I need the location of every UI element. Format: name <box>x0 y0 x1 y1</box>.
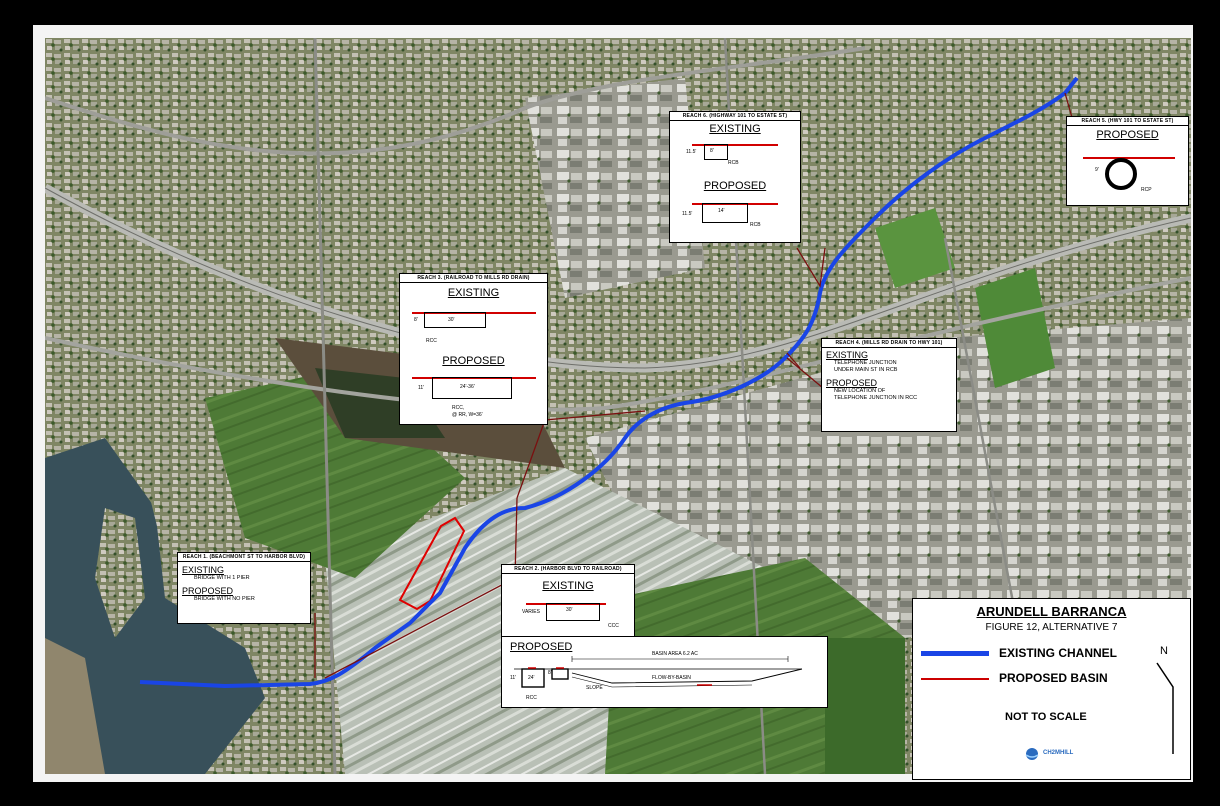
existing-section-box <box>704 144 728 160</box>
existing-type-label: CCC <box>608 623 619 629</box>
existing-width-label: 30' <box>566 607 573 613</box>
callout-reach-5-title: REACH 5. (HWY 101 TO ESTATE ST) <box>1067 117 1188 126</box>
callout-reach-5-proposed: PROPOSED <box>1096 129 1159 141</box>
proposed-line-2: TELEPHONE JUNCTION IN RCC <box>834 395 918 401</box>
existing-type-label: RCC <box>426 338 437 344</box>
callout-reach-3-title: REACH 3. (RAILROAD TO MILLS RD DRAIN) <box>400 274 547 283</box>
existing-section-box <box>546 603 600 621</box>
existing-line-1: TELEPHONE JUNCTION <box>834 360 897 366</box>
callout-reach-6-title: REACH 6. (HIGHWAY 101 TO ESTATE ST) <box>670 112 800 121</box>
callout-reach-4-existing: EXISTING <box>826 350 869 360</box>
flow-by-basin-label: FLOW-BY-BASIN <box>652 675 691 681</box>
proposed-width-label: 24'-36' <box>460 384 475 390</box>
pipe-type-label: RCP <box>1141 187 1152 193</box>
callout-reach-1-existing: EXISTING <box>182 565 225 575</box>
callout-reach-6-existing: EXISTING <box>709 123 761 135</box>
proposed-line-1: NEW LOCATION OF <box>834 388 886 394</box>
existing-height-label: 11.5' <box>686 149 697 155</box>
callout-reach-5: REACH 5. (HWY 101 TO ESTATE ST) PROPOSED… <box>1066 116 1189 206</box>
existing-line-1: BRIDGE WITH 1 PIER <box>194 575 250 581</box>
existing-channel-line <box>139 76 1079 689</box>
basin-profile-drawing <box>514 656 803 688</box>
callout-reach-2-title: REACH 2. (HARBOR BLVD TO RAILROAD) <box>502 565 634 574</box>
legend-proposed-label: PROPOSED BASIN <box>999 671 1108 685</box>
callout-reach-2-proposed: PROPOSED <box>510 641 573 653</box>
callout-reach-6: REACH 6. (HIGHWAY 101 TO ESTATE ST) EXIS… <box>669 111 801 243</box>
slope-label: SLOPE <box>586 685 603 691</box>
callout-reach-3-proposed: PROPOSED <box>442 355 505 367</box>
existing-width-label: 30' <box>448 317 455 323</box>
existing-width-label: 8' <box>710 148 714 154</box>
proposed-line-1: BRIDGE WITH NO PIER <box>194 596 255 602</box>
north-arrow-icon <box>1156 662 1174 754</box>
legend-title: ARUNDELL BARRANCA <box>976 604 1127 619</box>
callout-reach-1-proposed: PROPOSED <box>182 586 234 596</box>
ch2mhill-logo-text: CH2MHILL <box>1043 750 1074 756</box>
callout-reach-1: REACH 1. (BEACHMONT ST TO HARBOR BLVD) E… <box>177 552 311 624</box>
proposed-type-label: RCC, <box>452 405 465 411</box>
existing-height-label: 8' <box>414 317 418 323</box>
proposed-height-2-label: 8' <box>548 670 552 676</box>
legend-panel: ARUNDELL BARRANCA FIGURE 12, ALTERNATIVE… <box>912 598 1191 780</box>
proposed-height-label: 11.5' <box>682 211 693 217</box>
proposed-red-line <box>1083 157 1175 159</box>
legend-existing-label: EXISTING CHANNEL <box>999 646 1118 660</box>
existing-red-line <box>692 144 778 146</box>
existing-line-2: UNDER MAIN ST IN RCB <box>834 367 898 373</box>
proposed-section-box <box>702 203 748 223</box>
callout-reach-4-proposed: PROPOSED <box>826 378 878 388</box>
callout-reach-4-title: REACH 4. (MILLS RD DRAIN TO HWY 101) <box>822 339 956 348</box>
north-label: N <box>1160 645 1168 657</box>
proposed-height-label: 11' <box>418 385 425 391</box>
scale-note: NOT TO SCALE <box>1005 711 1087 723</box>
callout-reach-3-existing: EXISTING <box>447 287 500 299</box>
pipe-diameter-label: 9' <box>1095 167 1099 173</box>
proposed-width-label: 24' <box>528 675 535 681</box>
proposed-note-label: @ RR, W=36' <box>452 412 483 418</box>
ch2mhill-logo-icon <box>1025 748 1039 760</box>
callout-reach-2: REACH 2. (HARBOR BLVD TO RAILROAD) EXIST… <box>501 564 635 638</box>
callout-reach-3: REACH 3. (RAILROAD TO MILLS RD DRAIN) EX… <box>399 273 548 425</box>
legend-proposed-swatch <box>921 678 989 680</box>
legend-subtitle: FIGURE 12, ALTERNATIVE 7 <box>985 622 1118 633</box>
pipe-circle <box>1105 158 1137 190</box>
existing-type-label: RCB <box>728 160 739 166</box>
proposed-width-label: 14' <box>718 208 725 214</box>
existing-section-box <box>424 312 486 328</box>
legend-existing-swatch <box>921 651 989 656</box>
proposed-height-label: 11' <box>510 675 517 681</box>
proposed-section-box <box>432 377 512 399</box>
proposed-type-label: RCC <box>526 695 537 701</box>
callout-reach-4: REACH 4. (MILLS RD DRAIN TO HWY 101) EXI… <box>821 338 957 432</box>
callout-reach-2-proposed-panel: PROPOSED 11' 24' 8' BASIN AREA 6.2 AC FL… <box>501 636 828 708</box>
basin-area-label: BASIN AREA 6.2 AC <box>652 651 698 657</box>
callout-reach-1-title: REACH 1. (BEACHMONT ST TO HARBOR BLVD) <box>178 553 310 562</box>
callout-reach-2-existing: EXISTING <box>542 580 594 592</box>
proposed-type-label: RCB <box>750 222 761 228</box>
existing-height-label: VARIES <box>522 609 540 615</box>
callout-reach-6-proposed: PROPOSED <box>703 180 767 192</box>
